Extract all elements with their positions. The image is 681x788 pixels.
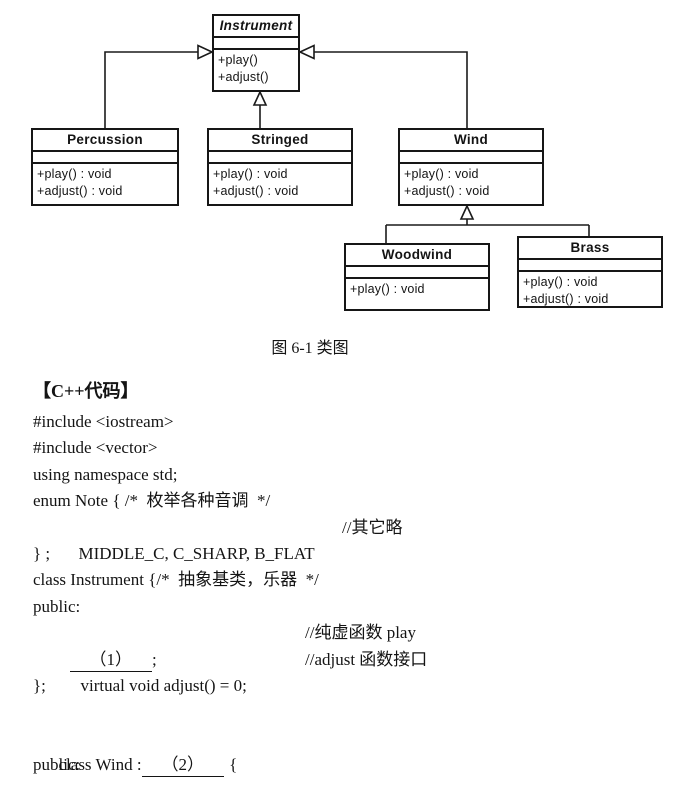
uml-class-wind: Wind +play() : void +adjust() : void [398,128,544,206]
class-name: Instrument [214,16,298,38]
triangle-arrow-left-icon [197,44,214,60]
code-line-class-instrument: class Instrument {/* 抽象基类，乐器 */ [33,567,663,593]
code-line-class-close: }; [33,673,663,699]
code-comment: //纯虚函数 play [305,623,416,643]
triangle-arrow-bottom-icon [252,90,268,106]
uml-class-woodwind: Woodwind +play() : void [344,243,490,311]
class-attributes-empty [33,152,177,164]
code-text: { [229,755,238,775]
code-comment: //其它略 [342,517,403,537]
code-text: public: [33,755,81,775]
code-line-using-namespace: using namespace std; [33,462,663,488]
class-name: Percussion [33,130,177,152]
class-name: Wind [400,130,542,152]
method: +play() : void [404,167,479,181]
class-attributes-empty [519,260,661,272]
code-text: class Instrument {/* 抽象基类，乐器 */ [33,570,319,590]
class-name: Stringed [209,130,351,152]
code-line-enum-values: MIDDLE_C, C_SHARP, B_FLAT //其它略 [33,515,663,563]
code-text: #include <vector> [33,438,158,458]
class-methods: +play() +adjust() [214,50,298,86]
method: +play() : void [37,167,112,181]
class-methods: +play() : void +adjust() : void [519,272,661,308]
code-heading: 【C++代码】 [33,381,139,401]
uml-class-instrument: Instrument +play() +adjust() [212,14,300,92]
code-line-virtual-adjust: virtual void adjust() = 0; //adjust 函数接口 [33,647,663,695]
class-methods: +play() : void +adjust() : void [209,164,351,200]
generalization-wind-instrument [314,51,468,128]
uml-connectors [104,44,590,243]
method: +adjust() : void [404,184,490,198]
generalization-percussion-instrument [104,51,198,128]
class-methods: +play() : void +adjust() : void [400,164,542,200]
code-text: public: [33,596,81,616]
code-text: } ; [33,543,51,563]
code-line-include-vector: #include <vector> [33,435,663,461]
code-text: MIDDLE_C, C_SHARP, B_FLAT [78,543,315,563]
code-text: enum Note { /* 枚举各种音调 */ [33,491,271,511]
class-name: Brass [519,238,661,260]
method: +adjust() : void [523,292,609,306]
figure-caption: 图 6-1 类图 [271,340,349,357]
fill-in-blank-1: （1） [69,648,152,672]
method: +play() [218,53,258,67]
uml-class-stringed: Stringed +play() : void +adjust() : void [207,128,353,206]
method: +play() : void [213,167,288,181]
class-methods: +play() : void +adjust() : void [33,164,177,200]
code-text: }; [33,675,46,695]
code-line-blank-1: （1）; //纯虚函数 play [33,620,663,672]
code-line-empty [33,699,663,725]
uml-class-diagram: Instrument +play() +adjust() Percussion … [0,0,681,372]
class-attributes-empty [214,38,298,50]
uml-class-brass: Brass +play() : void +adjust() : void [517,236,663,308]
code-line-public-1: public: [33,594,663,620]
triangle-arrow-wind-icon [459,204,475,220]
class-attributes-empty [400,152,542,164]
method: +adjust() : void [213,184,299,198]
code-line-include-iostream: #include <iostream> [33,409,663,435]
code-comment: //adjust 函数接口 [305,649,428,669]
code-line-class-wind-blank-2: class Wind :（2）{ [33,726,663,778]
method: +adjust() : void [37,184,123,198]
code-line-enum-note: enum Note { /* 枚举各种音调 */ [33,488,663,514]
method: +play() : void [350,282,425,296]
class-methods: +play() : void [346,279,488,298]
code-line-enum-close: } ; [33,541,663,567]
code-text: class Wind : [58,755,142,775]
code-section: 【C++代码】 #include <iostream> #include <ve… [33,379,663,778]
uml-class-percussion: Percussion +play() : void +adjust() : vo… [31,128,179,206]
code-text: ; [152,649,157,669]
triangle-arrow-right-icon [298,44,315,60]
class-name: Woodwind [346,245,488,267]
code-line-public-2: public: [33,752,663,778]
method: +adjust() [218,70,269,84]
class-attributes-empty [346,267,488,279]
code-text: virtual void adjust() = 0; [80,675,247,695]
code-text: using namespace std; [33,464,178,484]
code-text: #include <iostream> [33,412,174,431]
class-attributes-empty [209,152,351,164]
method: +play() : void [523,275,598,289]
fill-in-blank-2: （2） [141,753,225,778]
